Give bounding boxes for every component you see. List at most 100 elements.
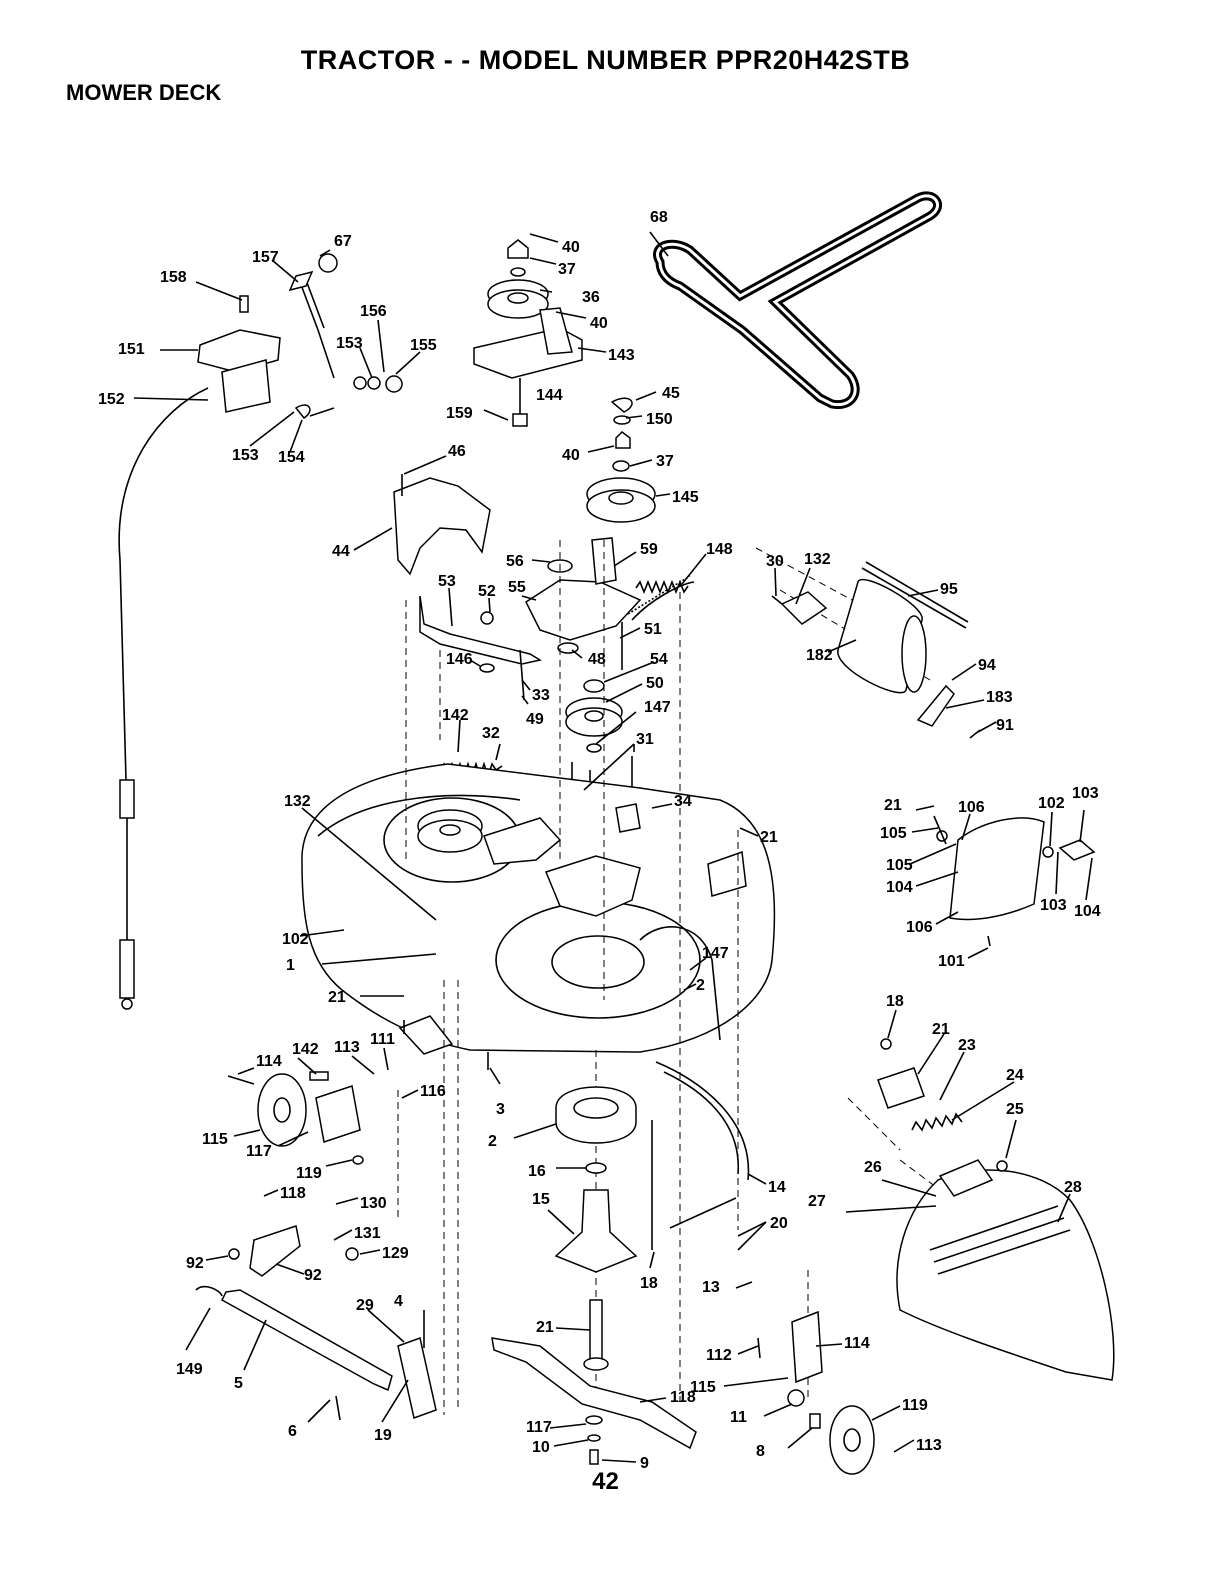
callout: 145: [672, 489, 699, 506]
callout: 106: [906, 919, 933, 936]
callout: 131: [354, 1225, 381, 1242]
section-title: MOWER DECK: [66, 80, 222, 105]
callout: 30: [766, 553, 784, 570]
callout: 115: [202, 1131, 228, 1148]
callout: 115: [690, 1379, 716, 1396]
callout: 144: [536, 387, 563, 404]
callout: 19: [374, 1427, 392, 1444]
callout: 111: [370, 1031, 395, 1048]
callout: 156: [360, 303, 387, 320]
deflector-shield: [933, 815, 1096, 947]
callout: 26: [864, 1159, 882, 1176]
callout: 148: [706, 541, 733, 558]
callout: 54: [650, 651, 668, 668]
callout: 102: [1038, 795, 1065, 812]
callout: 24: [1006, 1067, 1024, 1084]
callout: 147: [644, 699, 671, 716]
callout: 21: [932, 1021, 950, 1038]
callout-labels: 68 40 37 36 40 143 144 67 157 158 156 15…: [98, 209, 1101, 1472]
callout: 21: [884, 797, 902, 814]
callout: 20: [770, 1215, 788, 1232]
callout: 114: [256, 1053, 282, 1070]
callout: 112: [706, 1347, 732, 1364]
callout: 40: [562, 239, 580, 256]
deck-brackets: [398, 803, 747, 1055]
callout: 37: [656, 453, 674, 470]
page-number: 42: [592, 1468, 619, 1495]
callout: 14: [768, 1179, 786, 1196]
callout: 129: [382, 1245, 409, 1262]
callout: 182: [806, 647, 833, 664]
callout: 106: [958, 799, 985, 816]
callout: 2: [696, 977, 705, 994]
drive-belt: [653, 191, 942, 410]
callout: 117: [246, 1143, 272, 1160]
callout: 3: [496, 1101, 505, 1118]
callout: 8: [756, 1443, 765, 1460]
callout: 45: [662, 385, 680, 402]
callout: 49: [526, 711, 544, 728]
idler-pulley-center: [586, 397, 656, 523]
callout: 23: [958, 1037, 976, 1054]
callout: 34: [674, 793, 692, 810]
belt-guard: [393, 474, 491, 576]
gauge-wheel-left: [227, 1071, 364, 1165]
callout: 68: [650, 209, 668, 226]
callout: 118: [670, 1389, 696, 1406]
callout: 118: [280, 1185, 306, 1202]
callout: 11: [730, 1409, 747, 1426]
callout: 150: [646, 411, 673, 428]
callout: 157: [252, 249, 279, 266]
callout: 27: [808, 1193, 826, 1210]
mandrel-pulley-left: [417, 809, 562, 865]
anti-scalp-roller: [771, 561, 981, 739]
callout: 117: [526, 1419, 552, 1436]
chute-hinge-bracket: [877, 1038, 1008, 1172]
callout: 21: [328, 989, 346, 1006]
callout: 154: [278, 449, 305, 466]
mower-deck: [301, 763, 776, 1070]
callout: 28: [1064, 1179, 1082, 1196]
callout: 147: [702, 945, 729, 962]
callout: 2: [488, 1133, 497, 1150]
page-title: TRACTOR - - MODEL NUMBER PPR20H42STB: [300, 45, 911, 75]
callout: 40: [590, 315, 608, 332]
callout: 1: [286, 957, 295, 974]
callout: 92: [304, 1267, 322, 1284]
callout: 119: [296, 1165, 322, 1182]
callout: 55: [508, 579, 526, 596]
mandrel-pulley-right: [565, 679, 633, 810]
callout: 132: [284, 793, 311, 810]
callout: 15: [532, 1191, 550, 1208]
callout: 104: [886, 879, 913, 896]
callout: 52: [478, 583, 496, 600]
callout: 13: [702, 1279, 720, 1296]
callout: 104: [1074, 903, 1101, 920]
callout: 91: [996, 717, 1014, 734]
callout: 113: [916, 1437, 942, 1454]
callout: 37: [558, 261, 576, 278]
callout: 183: [986, 689, 1013, 706]
callout: 114: [844, 1335, 870, 1352]
callout: 4: [394, 1293, 403, 1310]
callout: 153: [336, 335, 363, 352]
callout: 9: [640, 1455, 649, 1472]
callout: 44: [332, 543, 350, 560]
discharge-chute: [845, 1159, 1115, 1381]
callout: 94: [978, 657, 996, 674]
callout: 155: [410, 337, 437, 354]
callout: 18: [886, 993, 904, 1010]
callout: 32: [482, 725, 500, 742]
callout: 142: [442, 707, 469, 724]
callout: 5: [234, 1375, 243, 1392]
idler-arm: [525, 537, 695, 670]
front-link-rod: [195, 1225, 437, 1421]
callout: 143: [608, 347, 635, 364]
callout: 149: [176, 1361, 203, 1378]
callout: 101: [938, 953, 965, 970]
callout: 103: [1072, 785, 1099, 802]
callout: 36: [582, 289, 600, 306]
callout: 29: [356, 1297, 374, 1314]
callout: 40: [562, 447, 580, 464]
